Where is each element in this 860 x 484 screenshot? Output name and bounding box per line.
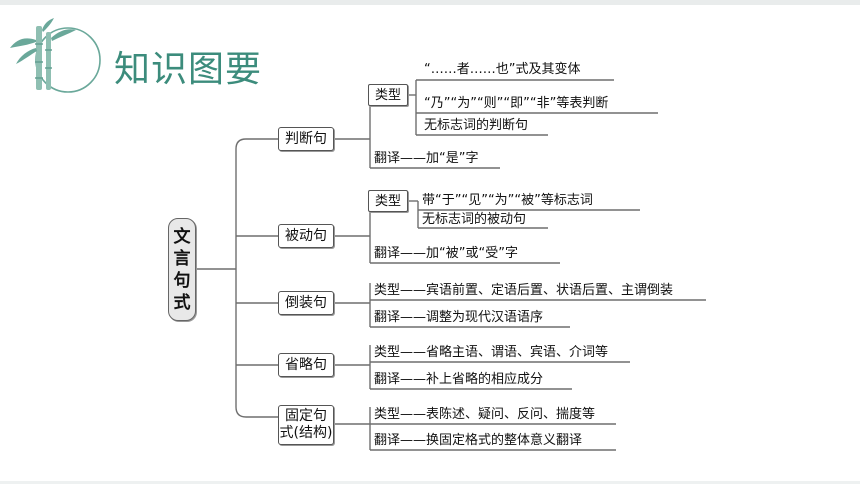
leaf-panduan-translate: 翻译——加“是”字 bbox=[374, 151, 479, 166]
leaf-beidong-translate: 翻译——加“被”或“受”字 bbox=[374, 246, 518, 261]
branch-label: 省略句 bbox=[285, 356, 327, 373]
bottom-bar bbox=[0, 481, 860, 484]
root-char: 言 bbox=[173, 248, 191, 269]
leaf-daozhuang-translate: 翻译——调整为现代汉语语序 bbox=[374, 310, 544, 325]
branch-label: 倒装句 bbox=[285, 294, 327, 311]
leaf-beidong-type-2: 无标志词的被动句 bbox=[422, 212, 527, 227]
leaf-panduan-type-2: “乃”“为”“则”“即”“非”等表判断 bbox=[424, 96, 609, 111]
type-label: 类型 bbox=[374, 87, 401, 103]
leaf-guding-type: 类型——表陈述、疑问、反问、揣度等 bbox=[374, 407, 596, 422]
leaf-guding-translate: 翻译——换固定格式的整体意义翻译 bbox=[374, 433, 583, 448]
branch-node-guding: 固定句 式(结构) bbox=[278, 405, 334, 445]
root-char: 句 bbox=[173, 270, 191, 291]
leaf-panduan-type-1: “……者……也”式及其变体 bbox=[424, 62, 581, 77]
root-char: 文 bbox=[173, 226, 191, 247]
root-node: 文 言 句 式 bbox=[168, 218, 196, 321]
branch-node-shenglue: 省略句 bbox=[278, 353, 334, 377]
branch-label: 判断句 bbox=[285, 130, 327, 147]
leaf-shenglue-translate: 翻译——补上省略的相应成分 bbox=[374, 372, 544, 387]
leaf-beidong-type-1: 带“于”“见”“为”“被”等标志词 bbox=[422, 193, 593, 208]
branch-node-beidong: 被动句 bbox=[278, 224, 334, 248]
branch-label-line: 式(结构) bbox=[279, 425, 333, 441]
page-title: 知识图要 bbox=[114, 49, 263, 90]
type-box-panduan: 类型 bbox=[368, 84, 408, 106]
branch-label: 被动句 bbox=[285, 227, 327, 244]
leaf-daozhuang-type: 类型——宾语前置、定语后置、状语后置、主谓倒装 bbox=[374, 283, 674, 298]
leaf-panduan-type-3: 无标志词的判断句 bbox=[424, 118, 529, 133]
branch-label-line: 固定句 bbox=[285, 408, 327, 424]
leaf-shenglue-type: 类型——省略主语、谓语、宾语、介词等 bbox=[374, 345, 609, 360]
branch-node-panduan: 判断句 bbox=[278, 127, 334, 151]
type-label: 类型 bbox=[374, 193, 401, 209]
branch-node-daozhuang: 倒装句 bbox=[278, 291, 334, 315]
top-bar bbox=[0, 0, 860, 5]
root-char: 式 bbox=[173, 292, 191, 313]
type-box-beidong: 类型 bbox=[368, 190, 408, 212]
bamboo-icon bbox=[6, 18, 106, 102]
